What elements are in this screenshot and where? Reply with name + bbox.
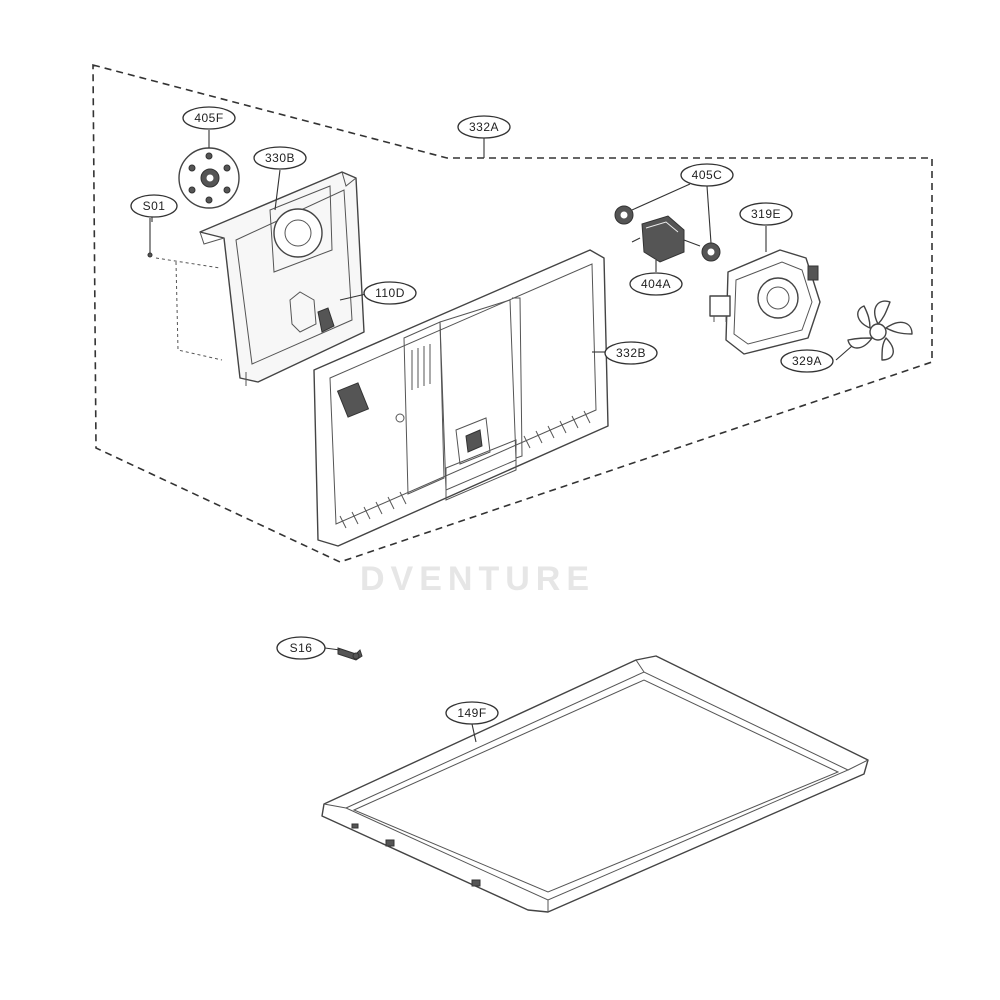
assembly-boundary [92, 63, 933, 563]
part-404a-motor [631, 215, 701, 263]
svg-text:149F: 149F [457, 706, 486, 720]
svg-text:405F: 405F [194, 111, 223, 125]
bottom-ribs [339, 410, 591, 529]
part-329a-fan-blade [847, 300, 913, 361]
part-s16-screw [337, 647, 363, 661]
svg-text:405C: 405C [692, 168, 723, 182]
callout-330b: 330B [253, 146, 307, 170]
callout-s01: S01 [130, 194, 178, 218]
callout-110d: 110D [363, 281, 417, 305]
callout-149f: 149F [445, 701, 499, 725]
callout-s16: S16 [276, 636, 326, 660]
part-330b-bracket [199, 171, 365, 386]
watermark: DVENTURE [360, 560, 595, 598]
vent-slots [411, 344, 431, 390]
part-332b-cover [313, 249, 609, 547]
part-s01-screw [147, 218, 153, 258]
svg-text:404A: 404A [641, 277, 671, 291]
part-405c-grommets [614, 205, 721, 262]
svg-text:S16: S16 [290, 641, 313, 655]
callout-329a: 329A [780, 349, 834, 373]
svg-text:330B: 330B [265, 151, 295, 165]
callout-332a: 332A [457, 115, 511, 139]
part-319e-fan-housing [709, 249, 821, 355]
svg-text:332B: 332B [616, 346, 646, 360]
leader-lines [151, 130, 853, 743]
svg-text:S01: S01 [143, 199, 166, 213]
part-405f-disc [178, 147, 240, 209]
callout-319e: 319E [739, 202, 793, 226]
part-149f-shelf [321, 655, 869, 913]
svg-text:332A: 332A [469, 120, 499, 134]
svg-text:110D: 110D [375, 286, 405, 300]
callout-404a: 404A [629, 272, 683, 296]
callout-405f: 405F [182, 106, 236, 130]
callout-405c: 405C [680, 163, 734, 187]
svg-text:329A: 329A [792, 354, 822, 368]
callout-332b: 332B [604, 341, 658, 365]
svg-text:319E: 319E [751, 207, 781, 221]
